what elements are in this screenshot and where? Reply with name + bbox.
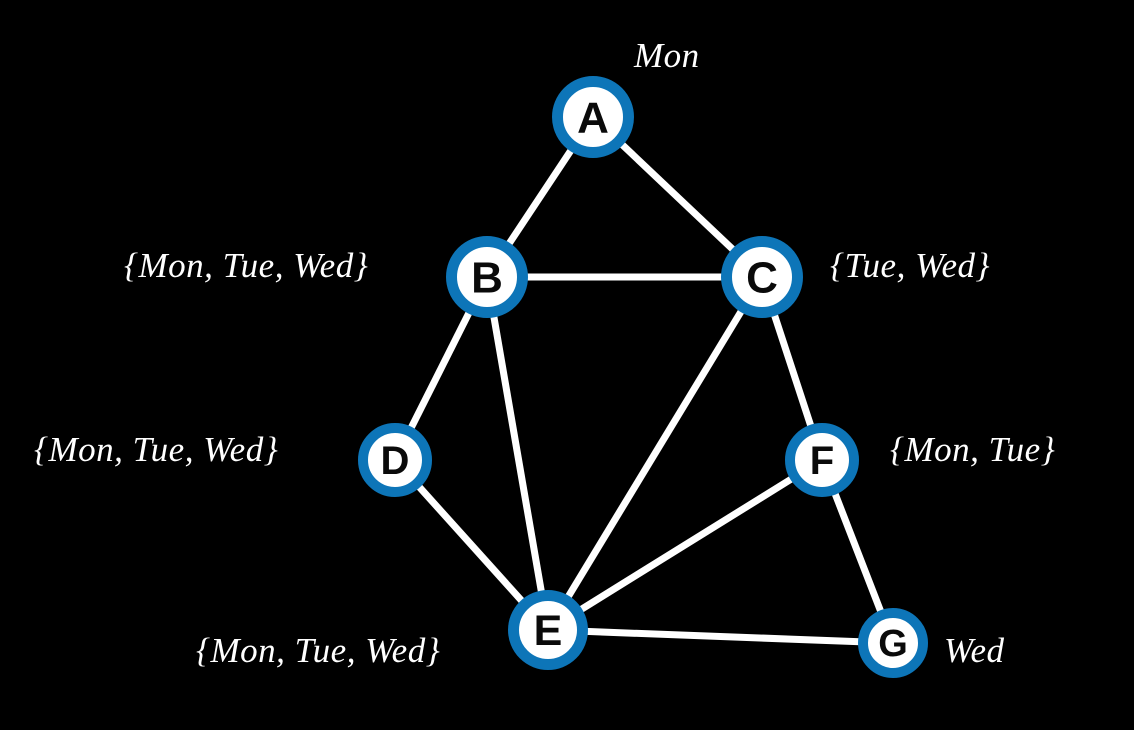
edge-b-d [407, 310, 473, 431]
node-circle-b [446, 236, 528, 318]
node-label-e: E [534, 607, 563, 655]
edge-f-g [831, 491, 885, 614]
domain-label-f: {Mon, Tue} [890, 430, 1056, 469]
domain-label-c: {Tue, Wed} [830, 246, 991, 285]
node-a[interactable]: A [552, 76, 634, 158]
node-label-f: F [810, 439, 834, 483]
node-circle-d [358, 423, 432, 497]
edge-c-f [770, 312, 815, 428]
node-circle-e [508, 590, 588, 670]
edges-layer [407, 141, 885, 646]
domain-label-g: Wed [944, 631, 1005, 670]
node-circle-g [858, 608, 928, 678]
domain-label-b: {Mon, Tue, Wed} [124, 246, 369, 285]
domain-label-d: {Mon, Tue, Wed} [34, 430, 279, 469]
edge-e-f [578, 475, 795, 613]
node-e[interactable]: E [508, 590, 588, 670]
node-b[interactable]: B [446, 236, 528, 318]
node-g[interactable]: G [858, 608, 928, 678]
node-d[interactable]: D [358, 423, 432, 497]
node-label-g: G [878, 623, 908, 665]
edge-a-b [505, 147, 575, 247]
node-f[interactable]: F [785, 423, 859, 497]
edge-a-c [618, 141, 737, 253]
node-label-b: B [471, 254, 503, 303]
node-label-a: A [577, 94, 609, 143]
edge-e-g [585, 627, 861, 646]
node-label-c: C [746, 254, 778, 303]
edge-d-e [415, 483, 526, 605]
nodes-layer: A B C D E F G [358, 76, 928, 678]
node-c[interactable]: C [721, 236, 803, 318]
edge-c-e [564, 308, 745, 600]
domain-label-a: Mon [634, 36, 700, 75]
edge-b-e [490, 314, 545, 594]
node-circle-f [785, 423, 859, 497]
domain-label-e: {Mon, Tue, Wed} [196, 631, 441, 670]
node-circle-c [721, 236, 803, 318]
node-circle-a [552, 76, 634, 158]
node-label-d: D [381, 439, 410, 483]
